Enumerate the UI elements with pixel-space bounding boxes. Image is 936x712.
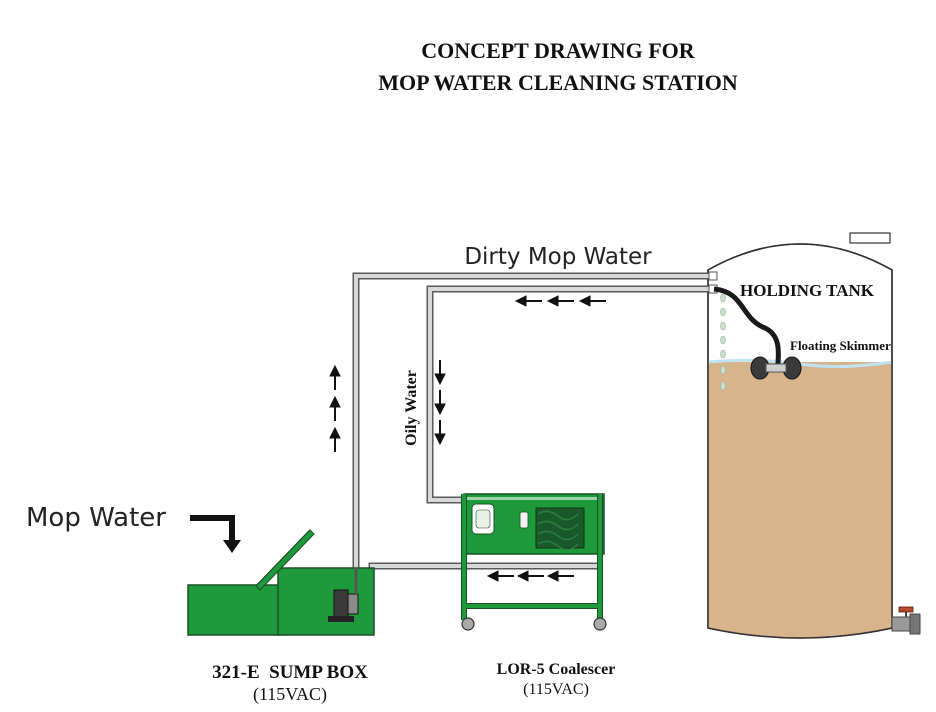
valve-icon: [891, 606, 921, 635]
caster-wheel: [461, 617, 475, 631]
floating-skimmer-label: Floating Skimmer: [790, 338, 891, 353]
holding-tank: [707, 232, 921, 639]
sump-box: [187, 529, 375, 636]
sump-box-name: 321-E SUMP BOX: [212, 662, 368, 683]
title-line-2: MOP WATER CLEANING STATION: [378, 70, 738, 95]
mop-water-label: Mop Water: [26, 503, 166, 533]
inlet-drip: [720, 293, 726, 391]
floating-skimmer: [713, 286, 802, 380]
arrow-left-icon: [514, 295, 606, 307]
sump-box-power: (115VAC): [253, 684, 327, 705]
dirty-water-pipe: [352, 272, 716, 572]
elbow-arrow-icon: [190, 515, 241, 553]
oily-water-pipe: [426, 285, 716, 504]
arrow-down-icon: [434, 360, 446, 446]
coalescer-power: (115VAC): [523, 681, 589, 698]
caster-wheel: [593, 617, 607, 631]
title-line-1: CONCEPT DRAWING FOR: [421, 38, 696, 63]
coalescer-name: LOR-5 Coalescer: [497, 661, 616, 678]
dirty-mop-water-label: Dirty Mop Water: [464, 244, 652, 270]
tank-liquid: [708, 362, 892, 638]
coalescer: [461, 493, 607, 631]
filter-icon: [471, 503, 495, 535]
arrow-left-icon: [486, 570, 574, 582]
oily-water-label: Oily Water: [403, 370, 420, 446]
holding-tank-label: HOLDING TANK: [740, 281, 875, 300]
pump-icon: [328, 568, 359, 622]
arrow-up-icon: [329, 364, 341, 452]
